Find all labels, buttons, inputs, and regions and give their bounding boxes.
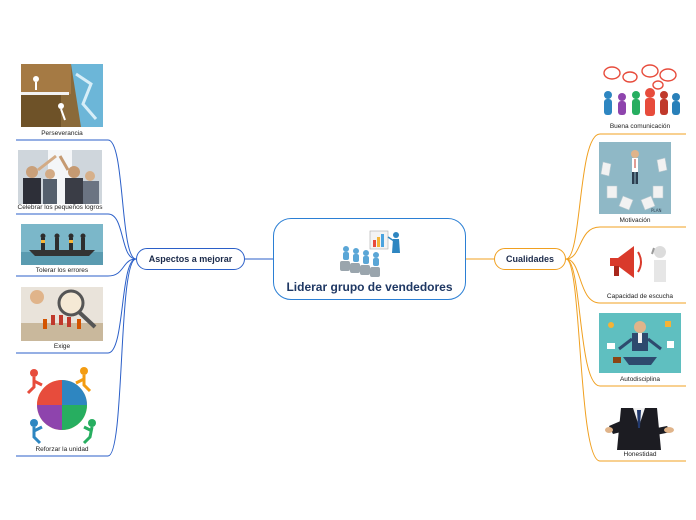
- climbing-cliff-image: [21, 64, 103, 127]
- suited-man-image: [603, 396, 675, 450]
- leaf-label-buena-comunicacion: Buena comunicación: [609, 123, 671, 130]
- team-on-boat-image: [21, 224, 103, 265]
- leaf-label-tolerar-errores: Tolerar los errores: [35, 267, 89, 274]
- leaf-label-celebrar-logros: Celebrar los pequeños logros: [17, 204, 103, 211]
- leaf-label-reforzar-unidad: Reforzar la unidad: [35, 446, 89, 453]
- leaf-label-exige: Exige: [53, 343, 71, 350]
- branch-aspectos-a-mejorar[interactable]: Aspectos a mejorar: [136, 248, 245, 270]
- branch-cualidades[interactable]: Cualidades: [494, 248, 566, 270]
- team-high-five-image: [18, 150, 102, 204]
- central-title: Liderar grupo de vendedores: [286, 280, 453, 294]
- leaf-label-capacidad-escucha: Capacidad de escucha: [606, 293, 674, 300]
- leaf-label-motivacion: Motivación: [619, 217, 651, 224]
- central-node[interactable]: Liderar grupo de vendedores: [273, 218, 466, 300]
- leaf-label-perseverancia: Perseverancia: [41, 130, 83, 137]
- leaf-label-autodisciplina: Autodisciplina: [619, 376, 661, 383]
- applause-hands-image: PLAN: [599, 142, 671, 214]
- speech-bubbles-people-image: [598, 63, 682, 121]
- magnifier-figures-image: [21, 287, 103, 341]
- svg-text:PLAN: PLAN: [651, 208, 661, 213]
- sales-team-presentation-icon: [340, 230, 400, 277]
- megaphone-image: [604, 238, 676, 288]
- puzzle-circle-people-image: [26, 367, 96, 445]
- leaf-label-honestidad: Honestidad: [623, 451, 657, 458]
- meditating-businessman-image: [599, 313, 681, 373]
